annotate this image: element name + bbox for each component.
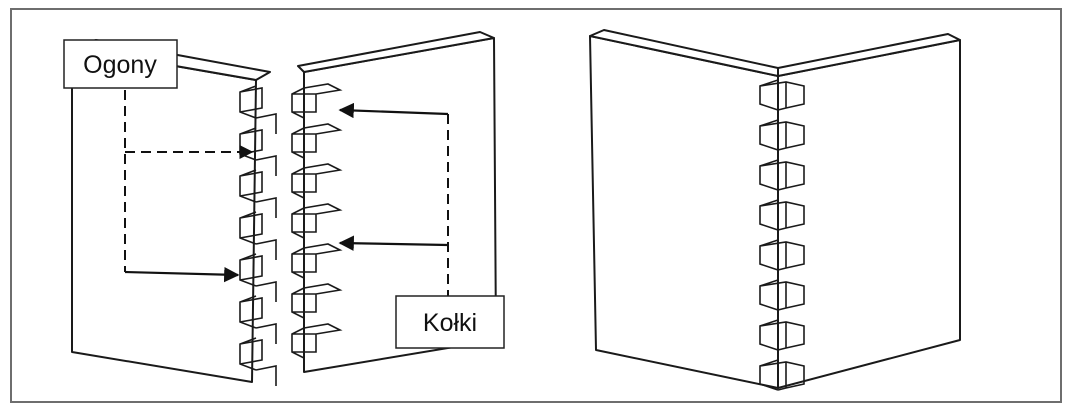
tails-leader-lines <box>124 90 254 283</box>
interlock-notch <box>759 279 805 311</box>
interlock-notch <box>759 239 805 271</box>
tail-notch <box>239 169 277 218</box>
tails-label-box <box>63 39 178 89</box>
pins-cuts <box>291 83 343 359</box>
pins-label-text: Kołki <box>423 309 477 337</box>
tail-notch <box>239 295 277 344</box>
tail-notch <box>239 253 277 302</box>
interlock-notch <box>759 359 805 391</box>
interlock-notch <box>759 119 805 151</box>
tails-label: Ogony <box>63 39 178 89</box>
pin-notch <box>291 323 343 359</box>
pin-notch <box>291 203 343 239</box>
tails-label-text: Ogony <box>83 51 157 79</box>
pin-notch <box>291 283 343 319</box>
diagram-frame <box>10 8 1062 403</box>
interlock-notch <box>759 319 805 351</box>
pins-label-box <box>395 295 505 349</box>
interlock-notch <box>759 159 805 191</box>
tail-notch <box>239 85 277 134</box>
tail-notch <box>239 337 277 386</box>
pin-notch <box>291 163 343 199</box>
pin-notch <box>291 123 343 159</box>
interlock-notch <box>759 79 805 111</box>
assembled-interlock <box>759 79 805 391</box>
interlock-notch <box>759 199 805 231</box>
assembled-joint <box>589 29 961 391</box>
tail-notch <box>239 211 277 260</box>
pins-label: Kołki <box>395 295 505 349</box>
tails-board <box>71 39 277 386</box>
pin-notch <box>291 83 343 119</box>
pins-leader-lines <box>338 102 449 296</box>
